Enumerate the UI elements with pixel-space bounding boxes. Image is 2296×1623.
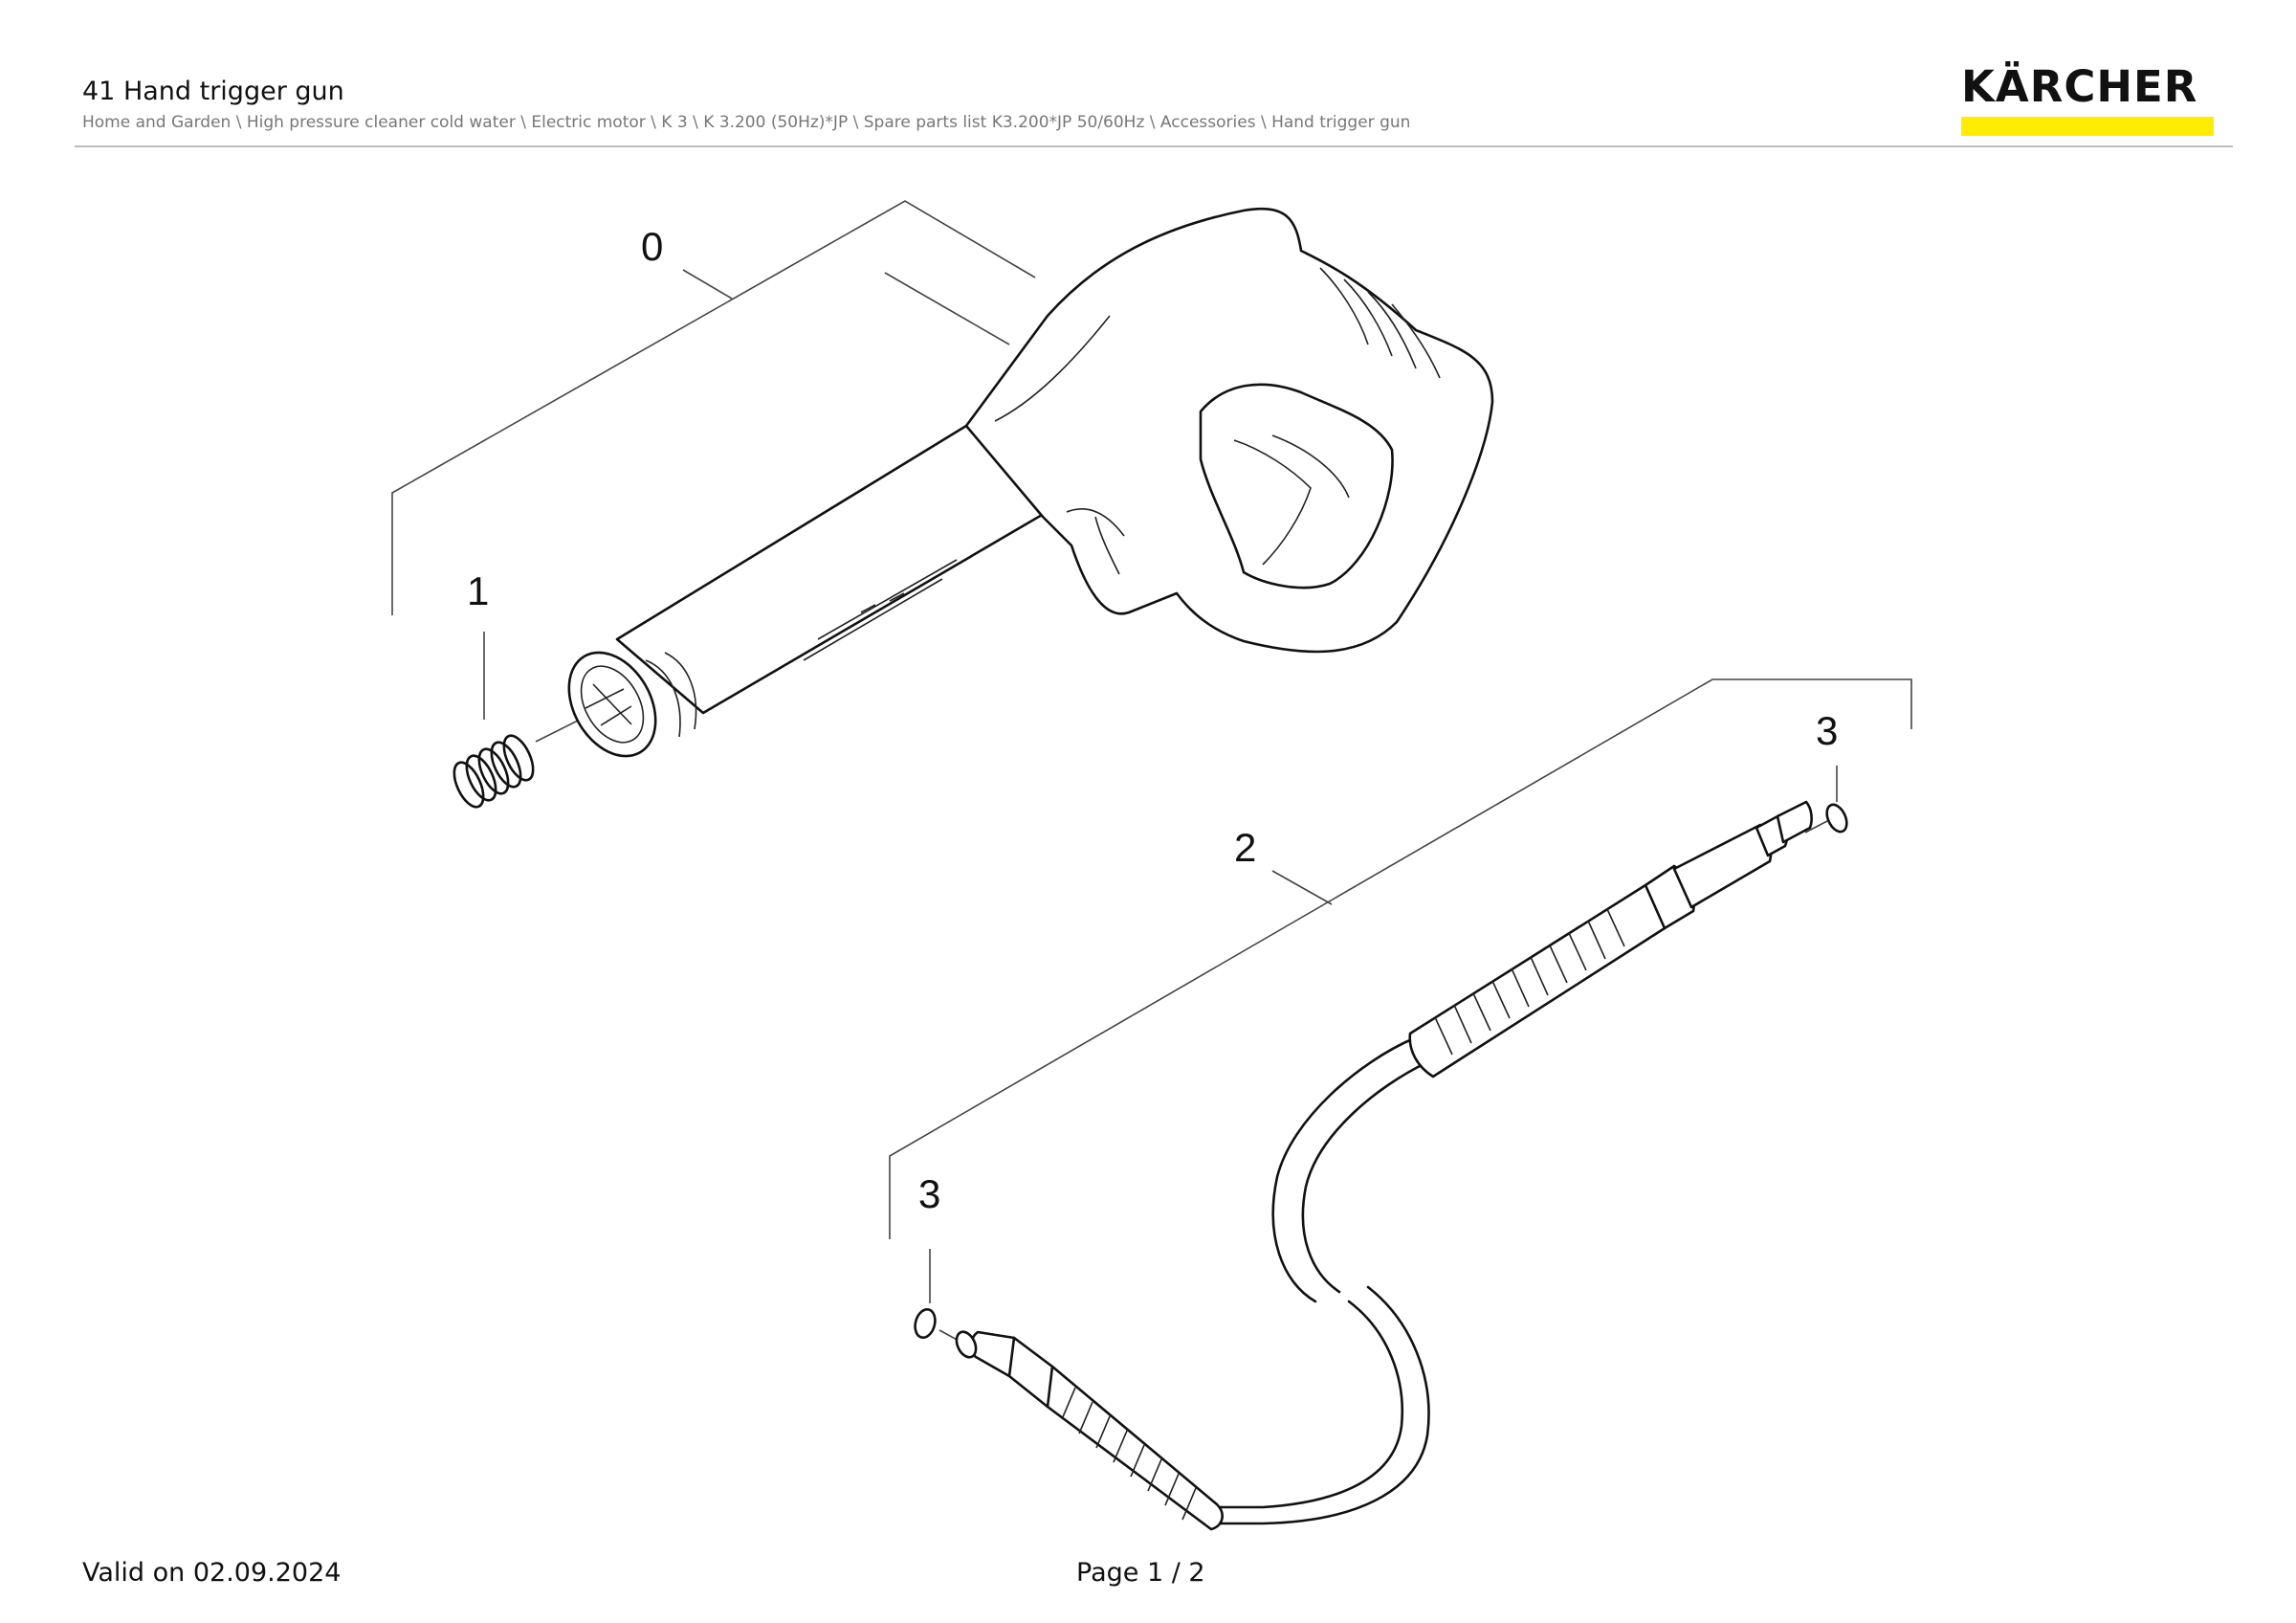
callout-1: 1 bbox=[467, 568, 489, 613]
callout-0: 0 bbox=[641, 224, 663, 269]
o-ring-left bbox=[914, 1307, 937, 1340]
logo-wordmark: KÄRCHER bbox=[1961, 61, 2198, 112]
spring bbox=[453, 734, 535, 809]
callout-2: 2 bbox=[1234, 825, 1256, 870]
callout-group-0-leader bbox=[391, 200, 1036, 615]
callout-3-right-leader bbox=[1804, 766, 1838, 834]
breadcrumb: Home and Garden \ High pressure cleaner … bbox=[82, 113, 1411, 132]
high-pressure-hose bbox=[955, 800, 1813, 1531]
logo-yellow-bar bbox=[1961, 117, 2214, 136]
callout-3-left: 3 bbox=[918, 1171, 940, 1216]
callout-group-2-leader bbox=[889, 678, 1912, 1239]
trigger-gun-body bbox=[567, 207, 1494, 758]
validity-date: Valid on 02.09.2024 bbox=[82, 1558, 342, 1588]
header-divider bbox=[75, 145, 2233, 147]
o-ring-right bbox=[1825, 803, 1848, 834]
callout-3-right: 3 bbox=[1816, 708, 1838, 753]
page-number: Page 1 / 2 bbox=[1076, 1558, 1205, 1588]
karcher-logo: KÄRCHER bbox=[1961, 63, 2214, 136]
page-title: 41 Hand trigger gun bbox=[82, 77, 344, 106]
